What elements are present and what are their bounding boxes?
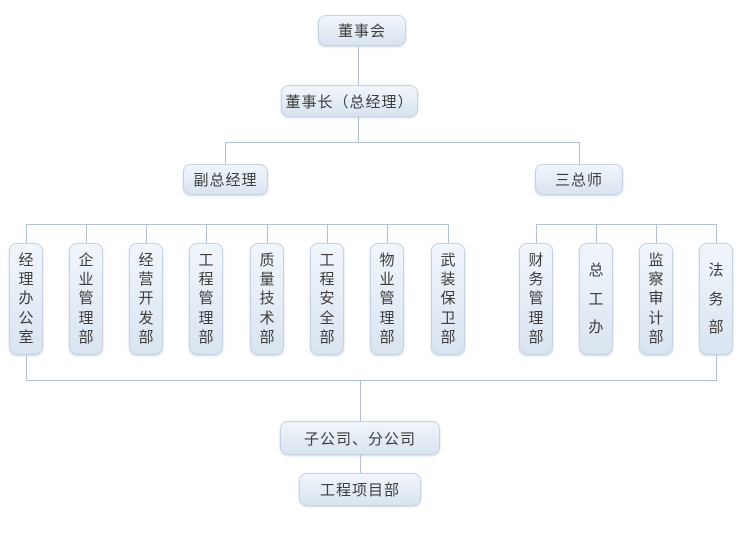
org-node-dept-legal: 法务部 <box>699 243 733 355</box>
connector-right-drop-4 <box>716 224 717 243</box>
connector-right-bus <box>536 224 717 225</box>
org-node-dept-enterprise-mgmt: 企业管理部 <box>69 243 103 355</box>
connector-left-drop-8 <box>448 224 449 243</box>
org-node-dept-business-dev: 经营开发部 <box>129 243 163 355</box>
connector-left-drop-7 <box>387 224 388 243</box>
org-node-dept-armed-security: 武装保卫部 <box>431 243 465 355</box>
connector-left-drop-3 <box>146 224 147 243</box>
org-node-dept-manager-office: 经理办公室 <box>9 243 43 355</box>
connector-bottom-hbar <box>26 380 717 381</box>
org-node-dept-property-mgmt: 物业管理部 <box>370 243 404 355</box>
connector-deputy-gm-drop <box>225 142 226 164</box>
connector-subsidiaries-drop <box>360 380 361 421</box>
org-node-three-chiefs: 三总师 <box>535 164 623 195</box>
connector-level3-hbar <box>225 142 580 143</box>
connector-left-bus <box>26 224 449 225</box>
connector-left-drop-2 <box>86 224 87 243</box>
org-node-dept-audit: 监察审计部 <box>639 243 673 355</box>
org-node-board: 董事会 <box>318 15 406 46</box>
connector-right-drop-1 <box>536 224 537 243</box>
connector-left-drop-5 <box>267 224 268 243</box>
connector-board-chairman <box>358 46 359 85</box>
connector-left-group-down <box>26 355 27 380</box>
connector-left-drop-4 <box>206 224 207 243</box>
connector-right-group-down <box>716 355 717 380</box>
org-node-chairman: 董事长（总经理） <box>281 85 418 117</box>
connector-right-drop-3 <box>656 224 657 243</box>
connector-subsidiaries-project <box>360 455 361 473</box>
org-node-deputy-gm: 副总经理 <box>183 164 268 195</box>
org-node-project-dept: 工程项目部 <box>299 473 421 506</box>
org-node-dept-engineering-mgmt: 工程管理部 <box>189 243 223 355</box>
connector-chairman-riser <box>358 117 359 142</box>
org-node-subsidiaries: 子公司、分公司 <box>280 421 440 455</box>
org-node-dept-finance-mgmt: 财务管理部 <box>519 243 553 355</box>
org-node-dept-quality-tech: 质量技术部 <box>250 243 284 355</box>
connector-left-drop-6 <box>327 224 328 243</box>
org-node-dept-engineering-safety: 工程安全部 <box>310 243 344 355</box>
connector-right-drop-2 <box>596 224 597 243</box>
connector-left-drop-1 <box>26 224 27 243</box>
org-node-dept-chief-engineer-office: 总工办 <box>579 243 613 355</box>
connector-three-chiefs-drop <box>579 142 580 164</box>
